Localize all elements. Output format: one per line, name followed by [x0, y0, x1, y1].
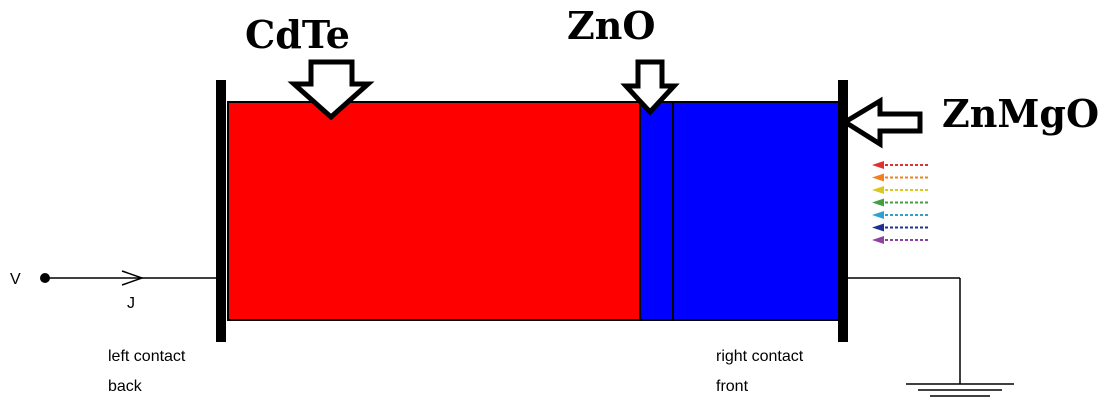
left-side-label: back	[108, 378, 143, 395]
znmgo-layer	[672, 101, 841, 321]
left-contact-label: left contact	[108, 348, 186, 365]
zno-layer	[639, 101, 674, 321]
light-ray-arrow-icon	[872, 223, 928, 232]
current-arrow-icon	[121, 270, 145, 286]
cdte-arrow-icon	[287, 59, 375, 121]
right-contact-label: right contact	[716, 348, 804, 365]
znmgo-arrow-icon	[840, 96, 923, 149]
light-ray-arrow-icon	[872, 236, 928, 244]
light-ray-arrow-icon	[872, 198, 928, 207]
left-contact-bar	[216, 80, 226, 342]
light-ray-arrow-icon	[872, 211, 928, 219]
zno-arrow-icon	[620, 59, 680, 116]
light-ray-arrow-icon	[872, 186, 928, 194]
right-side-label: front	[716, 378, 749, 395]
voltage-label: V	[10, 271, 21, 288]
incident-light-rays	[872, 161, 928, 244]
ground-icon	[906, 383, 1014, 397]
light-ray-arrow-icon	[872, 173, 928, 182]
zno-title: ZnO	[567, 3, 655, 48]
current-label: J	[127, 295, 135, 312]
cdte-title: CdTe	[245, 12, 350, 57]
znmgo-title: ZnMgO	[942, 91, 1099, 136]
cdte-layer	[227, 101, 641, 321]
light-ray-arrow-icon	[872, 161, 928, 169]
right-contact-bar	[838, 80, 848, 342]
